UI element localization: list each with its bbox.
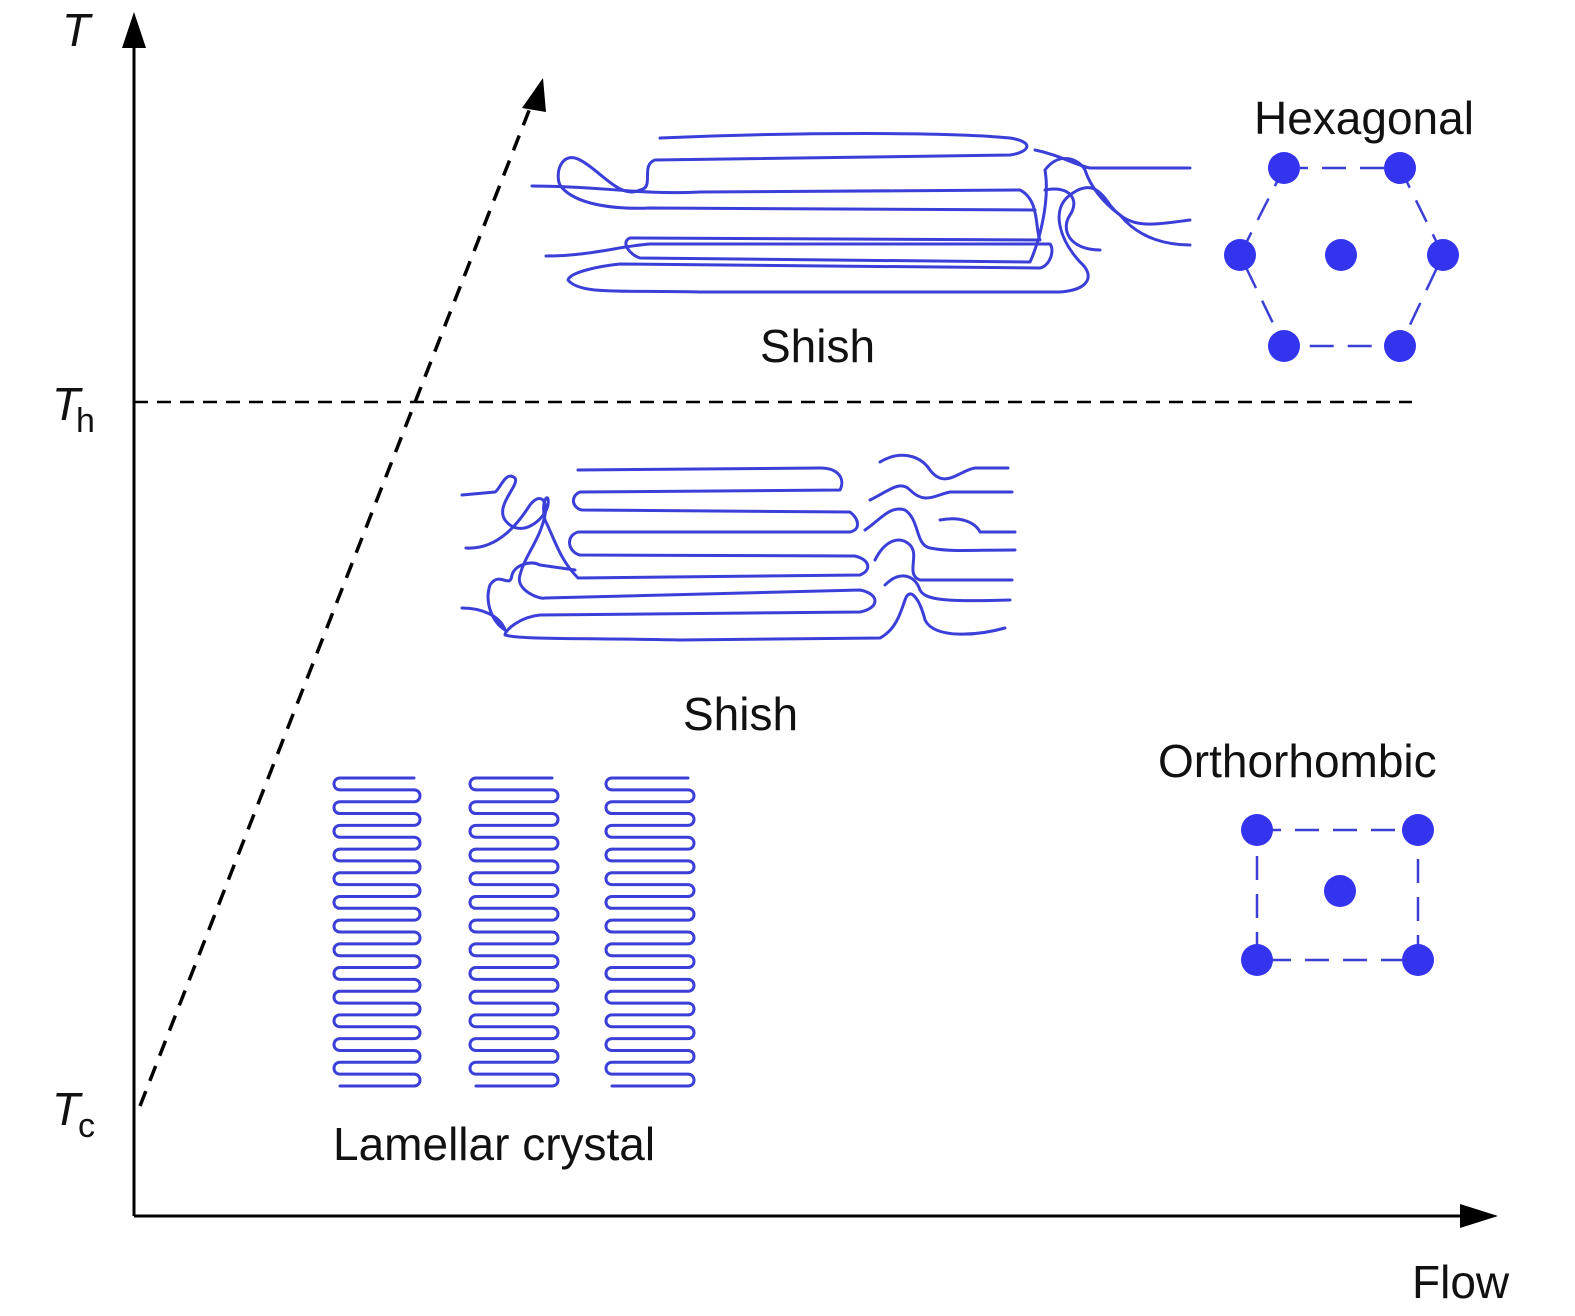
lattice-atom xyxy=(1427,239,1459,271)
lattice-atom xyxy=(1241,814,1273,846)
y-axis xyxy=(122,12,146,1216)
y-axis-arrowhead xyxy=(122,12,146,48)
lattice-atom xyxy=(1224,239,1256,271)
trend-arrowhead xyxy=(522,78,546,112)
lamellar-crystal-label: Lamellar crystal xyxy=(333,1118,655,1170)
lamellar-stack xyxy=(468,776,560,1088)
tc-label: T xyxy=(52,1083,83,1135)
lattice-atom xyxy=(1402,944,1434,976)
lattice-atom xyxy=(1268,152,1300,184)
lattice-atom xyxy=(1268,330,1300,362)
th-subscript: h xyxy=(76,402,95,440)
x-axis-label: Flow xyxy=(1412,1256,1510,1308)
hexagonal-lattice xyxy=(1224,152,1459,362)
y-axis-label: T xyxy=(62,4,93,56)
lamellar-crystals xyxy=(332,776,696,1088)
lattice-center-atom xyxy=(1325,239,1357,271)
temperature-trend-arrow xyxy=(138,78,546,1107)
orthorhombic-lattice-outline xyxy=(1255,828,1420,962)
shish-top-label: Shish xyxy=(760,320,875,372)
lattice-atom xyxy=(1241,944,1273,976)
orthorhombic-lattice xyxy=(1241,814,1434,976)
shish-bottom-chains xyxy=(460,453,1017,642)
shish-top-chains xyxy=(530,132,1192,294)
x-axis xyxy=(134,1204,1498,1228)
shish-bottom-label: Shish xyxy=(683,688,798,740)
lamellar-stack xyxy=(604,776,696,1088)
th-label: T xyxy=(52,378,83,430)
lattice-atom xyxy=(1384,152,1416,184)
lamellar-stack xyxy=(332,776,422,1088)
x-axis-arrowhead xyxy=(1460,1204,1498,1228)
lattice-center-atom xyxy=(1324,875,1356,907)
tc-subscript: c xyxy=(78,1107,95,1145)
lattice-atom xyxy=(1402,814,1434,846)
lattice-atom xyxy=(1384,330,1416,362)
orthorhombic-label: Orthorhombic xyxy=(1158,735,1437,787)
hexagonal-label: Hexagonal xyxy=(1254,92,1474,144)
